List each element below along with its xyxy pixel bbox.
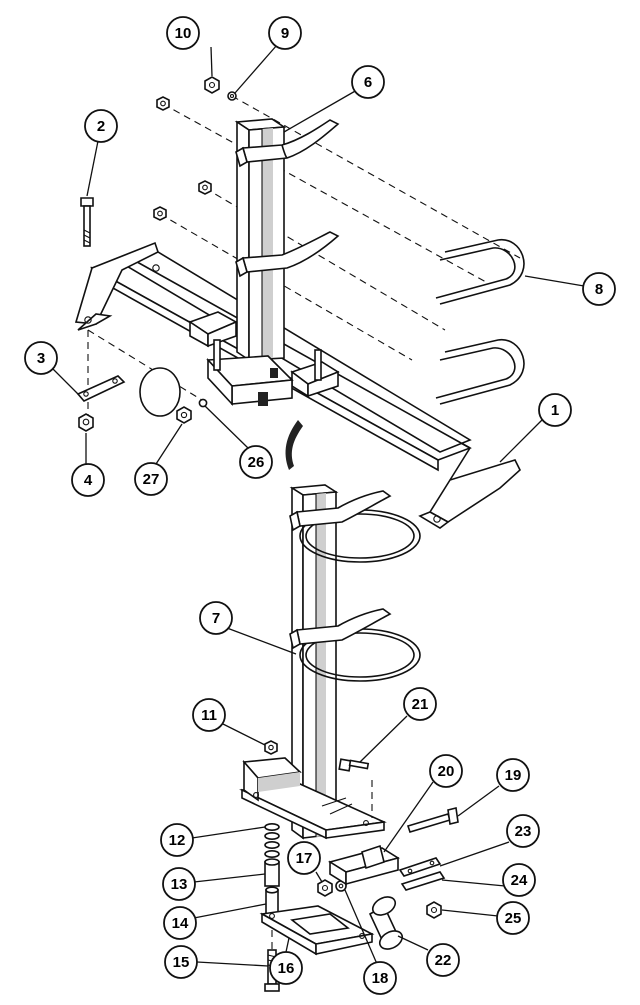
callout-12: 12 xyxy=(160,823,194,857)
callout-label: 9 xyxy=(281,25,289,42)
callout-6: 6 xyxy=(351,65,385,99)
lower-ring-top xyxy=(289,490,421,563)
callout-17: 17 xyxy=(287,841,321,875)
callout-label: 22 xyxy=(435,952,452,969)
callout-16: 16 xyxy=(269,951,303,985)
nut-27-washer-26 xyxy=(176,398,208,424)
callout-label: 11 xyxy=(201,707,217,724)
callout-10: 10 xyxy=(166,16,200,50)
callout-label: 4 xyxy=(84,472,93,489)
callout-label: 10 xyxy=(175,25,192,42)
assembly-arrow xyxy=(285,420,303,470)
callout-9: 9 xyxy=(268,16,302,50)
lower-post xyxy=(289,484,339,840)
callout-19: 19 xyxy=(496,758,530,792)
callout-label: 3 xyxy=(37,350,45,367)
callout-18: 18 xyxy=(363,961,397,995)
callout-20: 20 xyxy=(429,754,463,788)
mount-bracket-16 xyxy=(259,905,375,956)
bolt-19 xyxy=(406,807,459,833)
callout-label: 6 xyxy=(364,74,372,91)
washers-12 xyxy=(264,822,280,858)
callout-11: 11 xyxy=(192,698,226,732)
callout-label: 21 xyxy=(412,696,429,713)
base-plate xyxy=(239,757,387,840)
callout-21: 21 xyxy=(403,687,437,721)
callout-2: 2 xyxy=(84,109,118,143)
u-bolts-upper xyxy=(435,239,525,405)
callout-label: 27 xyxy=(143,471,160,488)
bolt-21 xyxy=(338,758,370,772)
loose-nuts-upper xyxy=(153,96,212,221)
callout-label: 24 xyxy=(511,872,528,889)
upper-cradle-top xyxy=(235,119,340,168)
spacer-13 xyxy=(264,858,280,887)
callout-label: 15 xyxy=(173,954,190,971)
nut-25 xyxy=(426,901,442,919)
callout-label: 12 xyxy=(169,832,186,849)
callout-label: 8 xyxy=(595,281,603,298)
callout-26: 26 xyxy=(239,445,273,479)
clamp-block-20 xyxy=(328,844,400,886)
callout-label: 16 xyxy=(278,960,295,977)
nuts-9-10 xyxy=(204,76,237,101)
callout-24: 24 xyxy=(502,863,536,897)
upper-cradle-lower xyxy=(235,231,340,278)
callout-15: 15 xyxy=(164,945,198,979)
end-cap xyxy=(139,367,181,417)
callout-label: 20 xyxy=(438,763,455,780)
callout-label: 26 xyxy=(248,454,265,471)
lower-ring-bottom xyxy=(289,608,421,682)
callout-label: 25 xyxy=(505,910,522,927)
callout-22: 22 xyxy=(426,943,460,977)
callout-label: 19 xyxy=(505,767,522,784)
callout-8: 8 xyxy=(582,272,616,306)
nut-17-washer-18 xyxy=(317,879,347,897)
callout-7: 7 xyxy=(199,601,233,635)
callout-25: 25 xyxy=(496,901,530,935)
leader-lines xyxy=(51,44,585,967)
roller-22 xyxy=(368,896,404,950)
upper-post xyxy=(234,118,287,362)
callout-label: 23 xyxy=(515,823,532,840)
callout-27: 27 xyxy=(134,462,168,496)
callout-label: 2 xyxy=(97,118,105,135)
crossbar-clamps xyxy=(188,311,340,407)
callout-label: 13 xyxy=(171,876,188,893)
callout-13: 13 xyxy=(162,867,196,901)
callout-label: 18 xyxy=(372,970,389,987)
plates-23-24 xyxy=(398,857,446,891)
callout-14: 14 xyxy=(163,906,197,940)
bolt-2 xyxy=(80,197,94,247)
callout-4: 4 xyxy=(71,463,105,497)
callout-label: 7 xyxy=(212,610,220,627)
nut-11 xyxy=(264,740,278,755)
sleeve-14 xyxy=(265,886,279,917)
callout-label: 17 xyxy=(296,850,313,867)
callout-1: 1 xyxy=(538,393,572,427)
nut-4 xyxy=(78,413,94,432)
callout-23: 23 xyxy=(506,814,540,848)
callout-3: 3 xyxy=(24,341,58,375)
strap-plate xyxy=(76,375,126,402)
callout-label: 1 xyxy=(551,402,559,419)
callout-label: 14 xyxy=(172,915,189,932)
